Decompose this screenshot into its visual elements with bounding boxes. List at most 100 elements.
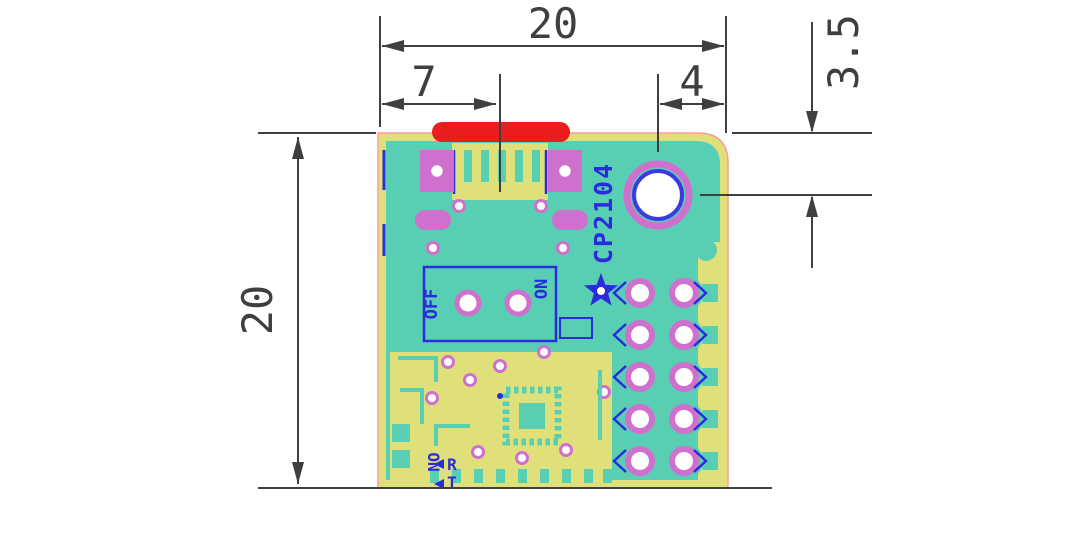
header-pad: [669, 320, 699, 350]
usb-pin: [532, 150, 540, 182]
dim-hole-edge: 4: [657, 57, 724, 152]
usb-mount-pads: [415, 150, 588, 230]
edge-pad: [702, 368, 718, 386]
edge-pad: [702, 326, 718, 344]
header-silk-chevron: [693, 449, 708, 473]
rx-arrow-icon: [434, 459, 444, 469]
dim-board-width-label: 20: [528, 0, 579, 48]
via: [441, 355, 455, 369]
mounting-hole-drill: [632, 169, 684, 221]
header-pad: [625, 446, 655, 476]
header-pad: [669, 446, 699, 476]
traces: [382, 150, 612, 483]
arrowhead-icon: [702, 40, 724, 52]
dim-board-width: 20: [379, 0, 727, 133]
rx-label: R: [447, 455, 457, 474]
mask-patch-right-strip: [698, 242, 722, 480]
header-silk-chevron: [693, 281, 708, 305]
edge-pad: [702, 452, 718, 470]
stadium-pad-left: [415, 210, 451, 230]
header-pad: [669, 278, 699, 308]
mask-patch-bottom-left: [390, 352, 612, 480]
castellation: [540, 469, 549, 483]
trace: [400, 388, 424, 424]
adafruit-star-icon: [583, 273, 619, 306]
via: [534, 199, 548, 213]
switch-pad: [504, 289, 532, 317]
header-silk-chevron: [693, 407, 708, 431]
smd-pad: [392, 450, 410, 468]
header-pad: [625, 362, 655, 392]
stadium-pad-right: [552, 210, 588, 230]
bottom-labels: ON R T: [424, 452, 457, 492]
via: [537, 345, 551, 359]
header-silk-chevron: [612, 323, 627, 347]
chip-footprint: [497, 386, 562, 446]
header-silk-chevron: [612, 449, 627, 473]
via: [426, 241, 440, 255]
pcb-board: CP2104 OFF ON: [377, 122, 729, 492]
castellation: [518, 469, 527, 483]
power-on-label: ON: [424, 452, 443, 471]
arrowhead-icon: [292, 462, 304, 484]
switch-pad: [454, 289, 482, 317]
via: [515, 451, 529, 465]
trace: [434, 424, 470, 446]
header-pad: [625, 320, 655, 350]
via: [493, 359, 507, 373]
usb-pin: [481, 150, 489, 182]
arrowhead-icon: [660, 98, 682, 110]
star-center: [597, 287, 605, 295]
header-silk-chevron: [612, 365, 627, 389]
tx-label: T: [447, 473, 457, 492]
dim-usb-offset-label: 7: [411, 57, 436, 106]
trace: [398, 356, 438, 382]
edge-pad: [702, 284, 718, 302]
dim-usb-offset: 7: [382, 57, 501, 192]
smd-pad: [392, 424, 410, 442]
castellation: [562, 469, 571, 483]
switch-outline: OFF ON: [422, 265, 593, 343]
via: [556, 241, 570, 255]
arrowhead-icon: [806, 111, 818, 133]
dim-hole-top: 3.5: [700, 14, 872, 268]
dim-board-height: 20: [233, 132, 772, 489]
header-silk-chevron: [693, 365, 708, 389]
dim-board-height-label: 20: [233, 285, 282, 336]
castellation: [474, 469, 483, 483]
via: [452, 199, 466, 213]
chip-thermal-pad: [519, 403, 545, 429]
header-pad: [625, 278, 655, 308]
arrowhead-icon: [702, 98, 724, 110]
header-silk-chevron: [612, 281, 627, 305]
arrowhead-icon: [806, 195, 818, 217]
castellation: [584, 469, 593, 483]
header-pad: [669, 404, 699, 434]
via: [425, 391, 439, 405]
header-pad: [625, 404, 655, 434]
usb-mount-hole-left: [428, 162, 446, 180]
tx-arrow-icon: [434, 479, 444, 489]
edge-pad: [702, 410, 718, 428]
mounting-hole: [618, 155, 698, 235]
via: [559, 443, 573, 457]
chip-label: CP2104: [589, 162, 618, 264]
dim-hole-top-label: 3.5: [819, 14, 868, 90]
switch-box: [422, 265, 558, 343]
via: [471, 445, 485, 459]
switch-on-label: ON: [532, 279, 552, 299]
castellation: [603, 469, 612, 483]
arrowhead-icon: [292, 137, 304, 159]
usb-mount-hole-right: [556, 162, 574, 180]
mounting-hole-pad-ring: [623, 160, 693, 230]
castellation: [452, 469, 461, 483]
header-pad: [669, 362, 699, 392]
arrowhead-icon: [382, 40, 404, 52]
castellation: [496, 469, 505, 483]
header-pads: [612, 274, 718, 480]
chip-pin1-dot: [497, 393, 503, 399]
arrowhead-icon: [474, 98, 496, 110]
dim-hole-edge-label: 4: [679, 57, 704, 106]
